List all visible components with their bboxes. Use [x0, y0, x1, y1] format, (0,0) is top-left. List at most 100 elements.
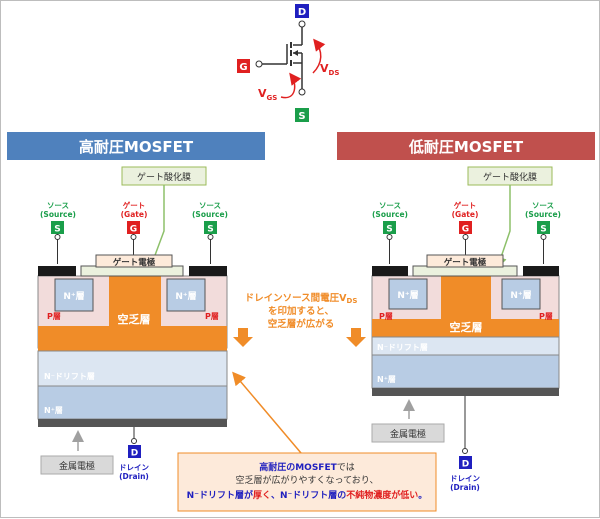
left-n-plus-1-label: N⁺層: [63, 290, 84, 302]
left-gate-en: (Gate): [121, 210, 148, 219]
middle-note-line3: 空乏層が広がる: [268, 318, 335, 330]
left-depletion-label: 空乏層: [118, 312, 151, 326]
left-metal-label-box: [40, 455, 114, 475]
left-n-plus-bottom: [37, 385, 228, 420]
left-source2-marker-label: S: [207, 225, 213, 235]
right-down-arrow: [346, 328, 366, 347]
right-drain-en: (Drain): [450, 483, 480, 492]
left-n-plus-bottom-label: N⁺層: [44, 406, 63, 415]
right-depletion-label: 空乏層: [450, 320, 483, 334]
right-drain-marker: [459, 456, 472, 469]
left-metal-electrode: [38, 419, 227, 427]
right-source2-en: (Source): [525, 210, 561, 219]
vds-label: VDS: [320, 62, 339, 77]
left-source2-marker: [204, 221, 217, 234]
right-title-bar: [337, 132, 595, 160]
gate-marker-symbol: [237, 59, 250, 73]
left-drain-marker: [128, 445, 141, 458]
left-gate-label: ゲート: [123, 200, 146, 210]
right-gate-electrode-label: ゲート電極: [444, 257, 487, 268]
left-down-arrow: [233, 328, 253, 347]
left-source2-en: (Source): [192, 210, 228, 219]
right-source2-marker: [537, 221, 550, 234]
right-gate-electrode: [426, 254, 504, 268]
left-p-label-2: P層: [205, 312, 219, 321]
right-n-drift-label: N⁻ドリフト層: [377, 343, 428, 352]
right-metal-label-box: [371, 423, 445, 443]
drain-marker-symbol-label: D: [298, 7, 306, 18]
right-gate-marker-label: G: [462, 225, 469, 235]
right-metal-electrode: [372, 388, 559, 396]
left-n-plus-well-1: [54, 278, 94, 312]
left-source2-label: ソース: [199, 201, 221, 210]
right-gate-marker: [459, 221, 472, 234]
right-gate-oxide-label: ゲート酸化膜: [483, 171, 537, 183]
callout: 高耐圧のMOSFETでは 空乏層が広がりやすくなっており、 N⁻ドリフト層が厚く…: [177, 371, 437, 512]
right-source2-contact: [523, 266, 559, 276]
right-source1-marker-label: S: [386, 225, 392, 235]
right-n-plus-2-label: N⁺層: [510, 289, 531, 301]
left-n-plus-well-2: [166, 278, 206, 312]
vgs-label: VGS: [258, 87, 277, 102]
right-source1-en: (Source): [372, 210, 408, 219]
right-source2-marker-label: S: [540, 225, 546, 235]
callout-line2: 空乏層が広がりやすくなっており、: [236, 474, 379, 486]
right-gate-label: ゲート: [454, 200, 477, 210]
callout-line3: N⁻ドリフト層が厚く、N⁻ドリフト層の不純物濃度が低い。: [187, 489, 428, 501]
left-source1-marker: [51, 221, 64, 234]
right-drain-label: ドレイン: [450, 474, 480, 483]
left-gate-electrode: [95, 254, 173, 268]
right-source1-marker: [383, 221, 396, 234]
right-n-plus-well-2: [501, 278, 541, 310]
right-depletion-region: [372, 276, 559, 337]
right-source2-label: ソース: [532, 201, 554, 210]
source-marker-symbol-label: S: [298, 111, 305, 122]
left-gate-marker-label: G: [130, 225, 137, 235]
left-gate-marker: [127, 221, 140, 234]
right-n-plus-1-label: N⁺層: [397, 289, 418, 301]
left-gate-oxide-arrow: [148, 185, 165, 269]
right-gate-oxide-arrow: [495, 185, 511, 269]
left-drain-en: (Drain): [119, 472, 149, 481]
left-n-drift-layer: [37, 350, 228, 387]
left-n-drift-label: N⁻ドリフト層: [44, 372, 95, 381]
right-drain-marker-label: D: [462, 460, 469, 470]
left-title: 高耐圧MOSFET: [79, 138, 194, 156]
callout-arrow: [232, 371, 302, 454]
left-drain-marker-label: D: [131, 449, 138, 459]
callout-line1: 高耐圧のMOSFETでは: [259, 461, 355, 473]
middle-note-line2: を印加すると、: [268, 305, 334, 317]
left-high-voltage-mosfet: 高耐圧MOSFET ゲート酸化膜 ソース (Source) S ゲート (Gat…: [7, 132, 265, 481]
callout-box: [177, 452, 437, 512]
right-low-voltage-mosfet: 低耐圧MOSFET ゲート酸化膜 ソース (Source) S ゲート (Gat…: [337, 132, 595, 492]
left-gate-oxide-label: ゲート酸化膜: [137, 171, 191, 183]
middle-note: ドレインソース間電圧VDS を印加すると、 空乏層が広がる: [233, 292, 366, 347]
right-title: 低耐圧MOSFET: [408, 138, 524, 156]
right-p-label-2: P層: [539, 312, 553, 321]
gate-marker-symbol-label: G: [239, 62, 247, 73]
right-source1-label: ソース: [379, 201, 401, 210]
drain-marker-symbol: [295, 4, 309, 18]
left-p-label-1: P層: [47, 312, 61, 321]
source-marker-symbol: [295, 108, 309, 122]
left-source1-marker-label: S: [54, 225, 60, 235]
right-gate-en: (Gate): [452, 210, 479, 219]
left-metal-label: 金属電極: [59, 460, 95, 472]
left-title-bar: [7, 132, 265, 160]
left-source2-contact: [189, 266, 227, 276]
right-n-plus-bottom-label: N⁺層: [377, 375, 396, 384]
right-p-label-1: P層: [379, 312, 393, 321]
vgs-arrow: [280, 72, 302, 99]
middle-note-line1: ドレインソース間電圧VDS: [245, 292, 358, 305]
left-gate-electrode-label: ゲート電極: [113, 257, 156, 268]
mosfet-symbol: D G S VDS VGS: [237, 4, 339, 122]
right-n-plus-well-1: [388, 278, 428, 310]
left-source1-contact: [38, 266, 76, 276]
left-source1-label: ソース: [47, 201, 69, 210]
right-metal-label: 金属電極: [390, 428, 426, 440]
left-source1-en: (Source): [40, 210, 76, 219]
vds-arrow: [312, 38, 326, 74]
right-n-plus-bottom: [371, 354, 560, 389]
